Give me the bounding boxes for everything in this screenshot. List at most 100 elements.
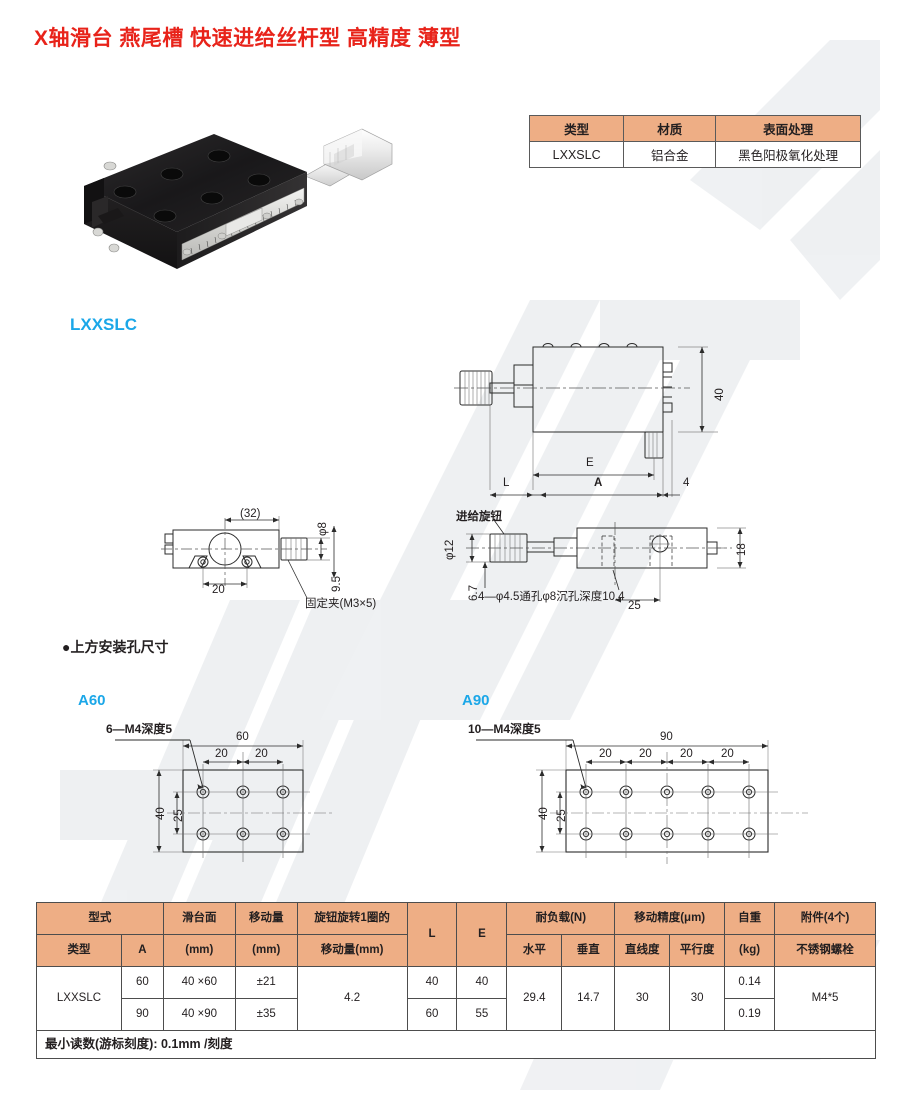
stage-top-face xyxy=(84,134,307,232)
spec-cell-load-v: 14.7 xyxy=(561,966,616,1031)
stage-mounting-holes xyxy=(113,149,271,223)
side-view-dim-A: A xyxy=(594,477,603,489)
a90-dim-inner-height: 25 xyxy=(556,809,568,822)
spec-cell-weight: 0.14 xyxy=(724,966,776,999)
side-view-drawing: 40 E L A 4 xyxy=(440,325,740,505)
front-view-drawing: 进给旋钮 φ12 6.7 4—φ4.5通孔φ8沉孔深度10.4 25 18 xyxy=(432,508,752,618)
end-view-dim-20: 20 xyxy=(212,584,225,596)
spec-sub-load-horizontal: 水平 xyxy=(506,934,563,967)
table-row: 90 40 ×90 ±35 60 55 0.19 xyxy=(37,998,876,1031)
spec-group-L: L xyxy=(406,902,458,967)
product-model-label: LXXSLC xyxy=(70,315,138,334)
a90-dim-width: 90 xyxy=(660,731,673,743)
spec-sub-stage-face-unit: (mm) xyxy=(162,934,236,967)
spec-cell-acc-parallel: 30 xyxy=(669,966,726,1031)
spec-cell-acc-straight: 30 xyxy=(614,966,671,1031)
spec-cell-travel: ±21 xyxy=(234,966,298,999)
a90-dim-pitch-2: 20 xyxy=(639,748,652,760)
a90-thread-note: 10—M4深度5 xyxy=(468,722,541,736)
spec-cell-knob-turn: 4.2 xyxy=(296,966,408,1031)
a90-dim-pitch-1: 20 xyxy=(599,748,612,760)
spec-sub-acc-straightness: 直线度 xyxy=(614,934,671,967)
vernier-scale-strip xyxy=(181,187,305,261)
spec-group-accuracy: 移动精度(μm) xyxy=(614,902,726,935)
spec-cell-a: 90 xyxy=(120,998,164,1031)
spec-sub-knob-turn-unit: 移动量(mm) xyxy=(296,934,408,967)
section-heading-mounting-holes: ●上方安装孔尺寸 xyxy=(62,639,169,655)
a60-dim-pitch-2: 20 xyxy=(255,748,268,760)
spec-sub-type-name: 类型 xyxy=(36,934,122,967)
page-title: X轴滑台 燕尾槽 快速进给丝杆型 高精度 薄型 xyxy=(34,27,461,50)
spec-group-knob-turn: 旋钮旋转1圈的 xyxy=(296,902,408,935)
spec-cell-type: LXXSLC xyxy=(36,966,122,1031)
spec-sub-load-vertical: 垂直 xyxy=(561,934,616,967)
material-table-row: LXXSLC 铝合金 黑色阳极氧化处理 xyxy=(528,141,861,168)
hole-pattern-a60-title: A60 xyxy=(78,692,106,709)
spec-sub-weight-unit: (kg) xyxy=(724,934,776,967)
front-view-knob-label: 进给旋钮 xyxy=(456,511,502,523)
spec-group-accessory: 附件(4个) xyxy=(774,902,876,935)
spec-cell-travel: ±35 xyxy=(234,998,298,1031)
spec-group-stage-face: 滑台面 xyxy=(162,902,236,935)
spec-sub-type-a: A xyxy=(120,934,164,967)
side-view-dim-L: L xyxy=(503,477,510,489)
material-header-surface: 表面处理 xyxy=(715,115,861,142)
end-view-svg xyxy=(161,516,337,599)
spec-cell-e: 40 xyxy=(456,966,508,999)
front-view-dim-18: 18 xyxy=(736,543,748,556)
spec-group-travel: 移动量 xyxy=(234,902,298,935)
a60-dim-height: 40 xyxy=(155,807,167,820)
a90-dim-height: 40 xyxy=(538,807,550,820)
material-table: 类型 材质 表面处理 LXXSLC 铝合金 黑色阳极氧化处理 xyxy=(528,115,861,168)
material-cell-material: 铝合金 xyxy=(623,141,717,168)
material-header-type: 类型 xyxy=(528,115,625,142)
spec-sub-acc-parallelism: 平行度 xyxy=(669,934,726,967)
spec-sub-accessory: 不锈钢螺栓 xyxy=(774,934,876,967)
specification-table: 型式 滑台面 移动量 旋钮旋转1圈的 L E 耐负载(N) 移动精度(μm) 自… xyxy=(36,902,876,1059)
front-view-dim-25: 25 xyxy=(628,600,641,612)
spec-cell-e: 55 xyxy=(456,998,508,1031)
a60-dim-inner-height: 25 xyxy=(173,809,185,822)
a60-dim-width: 60 xyxy=(236,731,249,743)
material-header-material: 材质 xyxy=(623,115,717,142)
micrometer-knob xyxy=(304,128,393,187)
material-cell-surface: 黑色阳极氧化处理 xyxy=(715,141,861,168)
a90-svg xyxy=(476,739,808,864)
side-view-dim-4: 4 xyxy=(683,477,690,489)
spec-group-E: E xyxy=(456,902,508,967)
end-view-drawing: (32) φ8 9.5 20 固定夹(M3×5) xyxy=(155,508,410,617)
hole-pattern-a90-drawing: 10—M4深度5 90 20 20 20 20 40 25 xyxy=(468,712,838,882)
spec-header-row-1: 型式 滑台面 移动量 旋钮旋转1圈的 L E 耐负载(N) 移动精度(μm) 自… xyxy=(36,902,876,967)
linear-stage-illustration xyxy=(84,128,393,269)
a90-dim-pitch-3: 20 xyxy=(680,748,693,760)
end-view-dim-32: (32) xyxy=(240,508,261,520)
spec-cell-l: 40 xyxy=(406,966,458,999)
product-photo xyxy=(62,124,402,314)
spec-group-load: 耐负载(N) xyxy=(506,902,616,935)
a60-dim-pitch-1: 20 xyxy=(215,748,228,760)
spec-cell-l: 60 xyxy=(406,998,458,1031)
spec-note: 最小读数(游标刻度): 0.1mm /刻度 xyxy=(36,1030,876,1059)
a60-thread-note: 6—M4深度5 xyxy=(106,722,173,736)
spec-cell-accessory: M4*5 xyxy=(774,966,876,1031)
material-table-header-row: 类型 材质 表面处理 xyxy=(528,115,861,142)
hole-pattern-a90-title: A90 xyxy=(462,692,490,709)
spec-cell-a: 60 xyxy=(120,966,164,999)
side-view-svg xyxy=(454,343,718,498)
end-view-dim-phi8: φ8 xyxy=(317,522,329,536)
stage-side-clamps xyxy=(84,161,124,253)
hole-pattern-a60-drawing: 6—M4深度5 60 20 20 40 25 xyxy=(95,712,395,882)
spec-cell-stage-face: 40 ×90 xyxy=(162,998,236,1031)
material-cell-type: LXXSLC xyxy=(528,141,625,168)
spec-cell-weight: 0.19 xyxy=(724,998,776,1031)
a90-dim-pitch-4: 20 xyxy=(721,748,734,760)
front-view-dim-phi12: φ12 xyxy=(444,539,456,560)
spec-group-weight: 自重 xyxy=(724,902,776,935)
spec-cell-load-h: 29.4 xyxy=(506,966,563,1031)
spec-sub-travel-unit: (mm) xyxy=(234,934,298,967)
table-row: LXXSLC 60 40 ×60 ±21 4.2 40 40 29.4 14.7… xyxy=(36,966,876,1031)
spec-note-row: 最小读数(游标刻度): 0.1mm /刻度 xyxy=(36,1030,876,1059)
end-view-clamp-label: 固定夹(M3×5) xyxy=(305,598,377,610)
front-view-hole-note: 4—φ4.5通孔φ8沉孔深度10.4 xyxy=(478,591,625,603)
end-view-dim-9-5: 9.5 xyxy=(331,576,343,592)
